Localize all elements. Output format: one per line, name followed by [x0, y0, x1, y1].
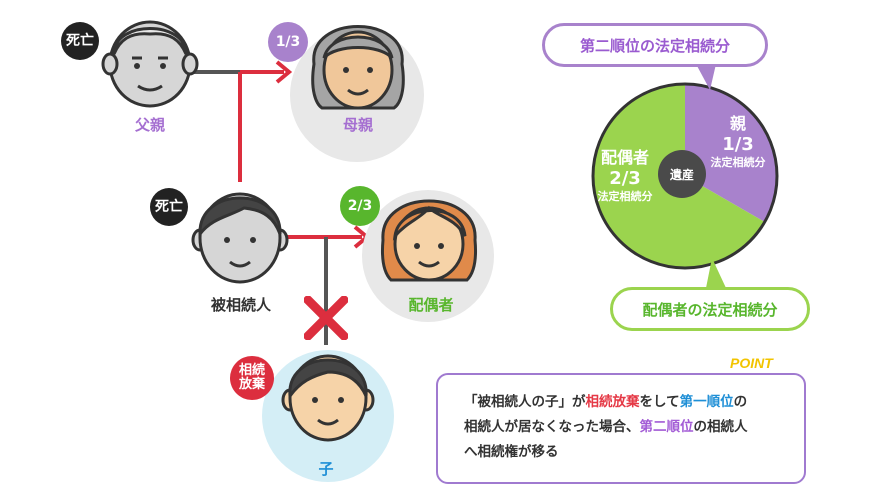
point-highlight-disclaim: 相続放棄 [585, 394, 640, 410]
point-box: 「被相続人の子」が相続放棄をして第一順位の 相続人が居なくなった場合、第二順位の… [436, 373, 806, 484]
pie-spouse-label: 配偶者 2/3 法定相続分 [584, 148, 666, 204]
point-highlight-second-rank: 第二順位 [639, 419, 694, 435]
spouse-label: 配偶者 [408, 296, 454, 314]
man-icon [191, 192, 289, 284]
cross-mark-icon [304, 296, 348, 340]
point-line-2: 相続人が居なくなった場合、第二順位の相続人 [464, 415, 790, 440]
woman-icon [381, 199, 477, 282]
point-highlight-first-rank: 第一順位 [679, 394, 734, 410]
point-line-3: へ相続権が移る [464, 444, 559, 460]
callout-spouse-share: 配偶者の法定相続分 [610, 287, 810, 331]
mother-share-badge: 1/3 [268, 22, 308, 62]
pie-spouse-caption: 法定相続分 [597, 190, 653, 203]
callout-bottom-pointer [706, 258, 726, 288]
point-text: をして [639, 394, 680, 410]
pie-parent-label: 親 1/3 法定相続分 [700, 114, 776, 170]
spouse-share-badge: 2/3 [340, 186, 380, 226]
point-text: の [733, 394, 748, 410]
callout-second-rank-share: 第二順位の法定相続分 [542, 23, 768, 67]
decedent-label: 被相続人 [210, 296, 271, 314]
elderly-man-icon [101, 20, 199, 108]
pie-center-circle: 遺産 [658, 150, 706, 198]
pie-spouse-fraction: 2/3 [609, 168, 641, 189]
point-text: 相続人が居なくなった場合、 [464, 419, 640, 435]
point-text: 「被相続人の子」が [464, 394, 586, 410]
spouse-figure [377, 178, 481, 294]
pie-slice-parent [685, 84, 777, 222]
mother-figure [308, 4, 408, 120]
decedent-status-badge: 死亡 [150, 188, 188, 226]
point-line-1: 「被相続人の子」が相続放棄をして第一順位の [464, 390, 790, 415]
pie-parent-caption: 法定相続分 [710, 156, 766, 169]
point-title: POINT [730, 355, 773, 371]
father-status-badge: 死亡 [61, 22, 99, 60]
pie-parent-title: 親 [729, 114, 746, 133]
point-text: の相続人 [693, 419, 748, 435]
father-label: 父親 [134, 116, 165, 134]
pie-parent-fraction: 1/3 [722, 134, 754, 155]
child-figure [280, 338, 376, 450]
callout-top-pointer [696, 64, 716, 90]
elderly-woman-icon [311, 25, 405, 110]
pie-outline [591, 82, 779, 270]
child-label: 子 [318, 460, 334, 478]
boy-icon [281, 354, 375, 442]
decedent-figure [190, 176, 290, 290]
mother-label: 母親 [342, 116, 373, 134]
child-status-badge: 相続 放棄 [230, 356, 274, 400]
father-figure [100, 2, 200, 114]
pie-spouse-title: 配偶者 [600, 148, 649, 167]
